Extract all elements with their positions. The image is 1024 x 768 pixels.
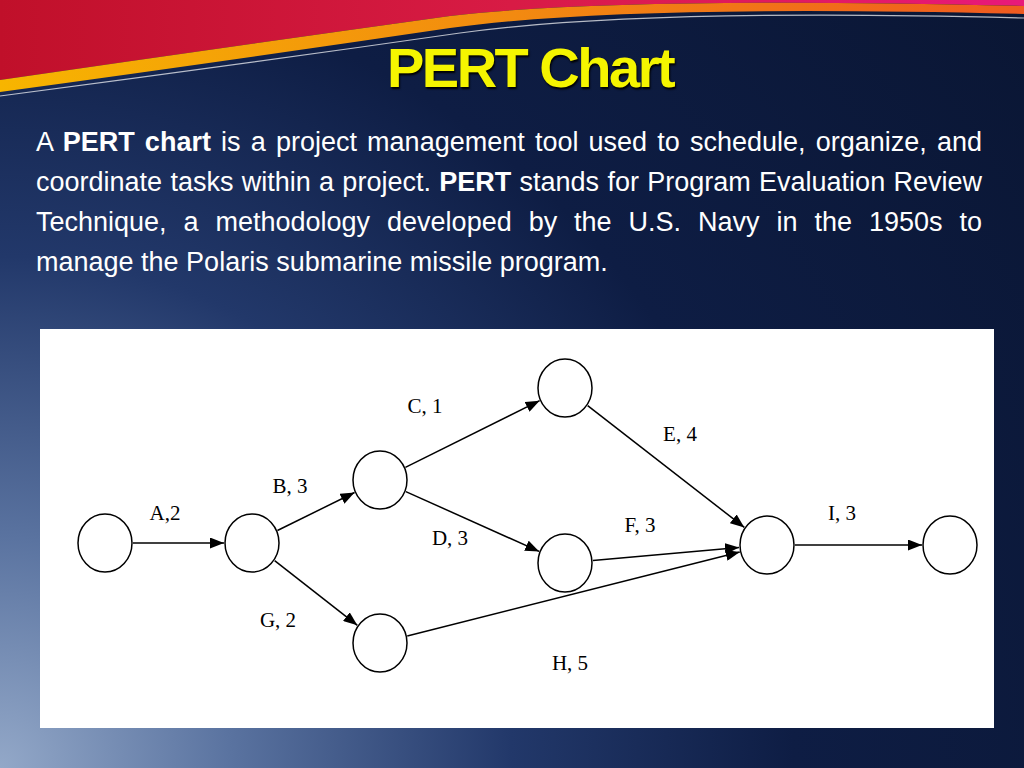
- activity-arrow: [795, 544, 922, 546]
- circle-outline: [77, 513, 133, 573]
- circle-outline: [224, 513, 280, 573]
- event-circle: [224, 513, 280, 573]
- activity-label: C, 1: [405, 394, 444, 418]
- intro-paragraph: A PERT chart is a project management too…: [36, 122, 982, 282]
- event-circle: [922, 515, 978, 575]
- event-circle: [77, 513, 133, 573]
- slide-title: PERT Chart: [0, 38, 1024, 98]
- event-circle: [352, 613, 408, 673]
- activity-label: A,2: [148, 501, 183, 525]
- circle-shape: [538, 534, 592, 592]
- circle-outline: [352, 613, 408, 673]
- activity-arrow: [406, 492, 539, 552]
- event-circle: [739, 515, 795, 575]
- bold-term: PERT: [439, 167, 511, 197]
- intro-text: A: [36, 127, 53, 157]
- activity-label: I, 3: [826, 501, 858, 525]
- event-circle: [537, 533, 593, 593]
- activity-label: G, 2: [258, 608, 298, 632]
- activity-arrow: [133, 542, 224, 544]
- activity-arrow: [588, 406, 745, 528]
- activity-arrow: [277, 493, 354, 531]
- circle-outline: [537, 358, 593, 418]
- circle-outline: [537, 533, 593, 593]
- circle-shape: [538, 359, 592, 417]
- activity-label: F, 3: [623, 513, 658, 537]
- diagram-panel: A,2 B, 3 G, 2 C, 1 D, 3 H, 5 E, 4 F, 3 I, 3: [40, 329, 994, 728]
- event-circle: [352, 450, 408, 510]
- circle-shape: [353, 614, 407, 672]
- circle-shape: [225, 514, 279, 572]
- circle-outline: [352, 450, 408, 510]
- circle-shape: [78, 514, 132, 572]
- activity-label: D, 3: [430, 526, 470, 550]
- circle-shape: [353, 451, 407, 509]
- activity-label: E, 4: [661, 422, 699, 446]
- circle-outline: [739, 515, 795, 575]
- activity-label: H, 5: [550, 651, 590, 675]
- event-circle: [537, 358, 593, 418]
- activity-label: B, 3: [270, 474, 309, 498]
- connector-layer: [40, 329, 994, 728]
- activity-arrow: [593, 547, 739, 560]
- bold-term: PERT chart: [63, 127, 211, 157]
- circle-outline: [922, 515, 978, 575]
- circle-shape: [923, 516, 977, 574]
- circle-shape: [740, 516, 794, 574]
